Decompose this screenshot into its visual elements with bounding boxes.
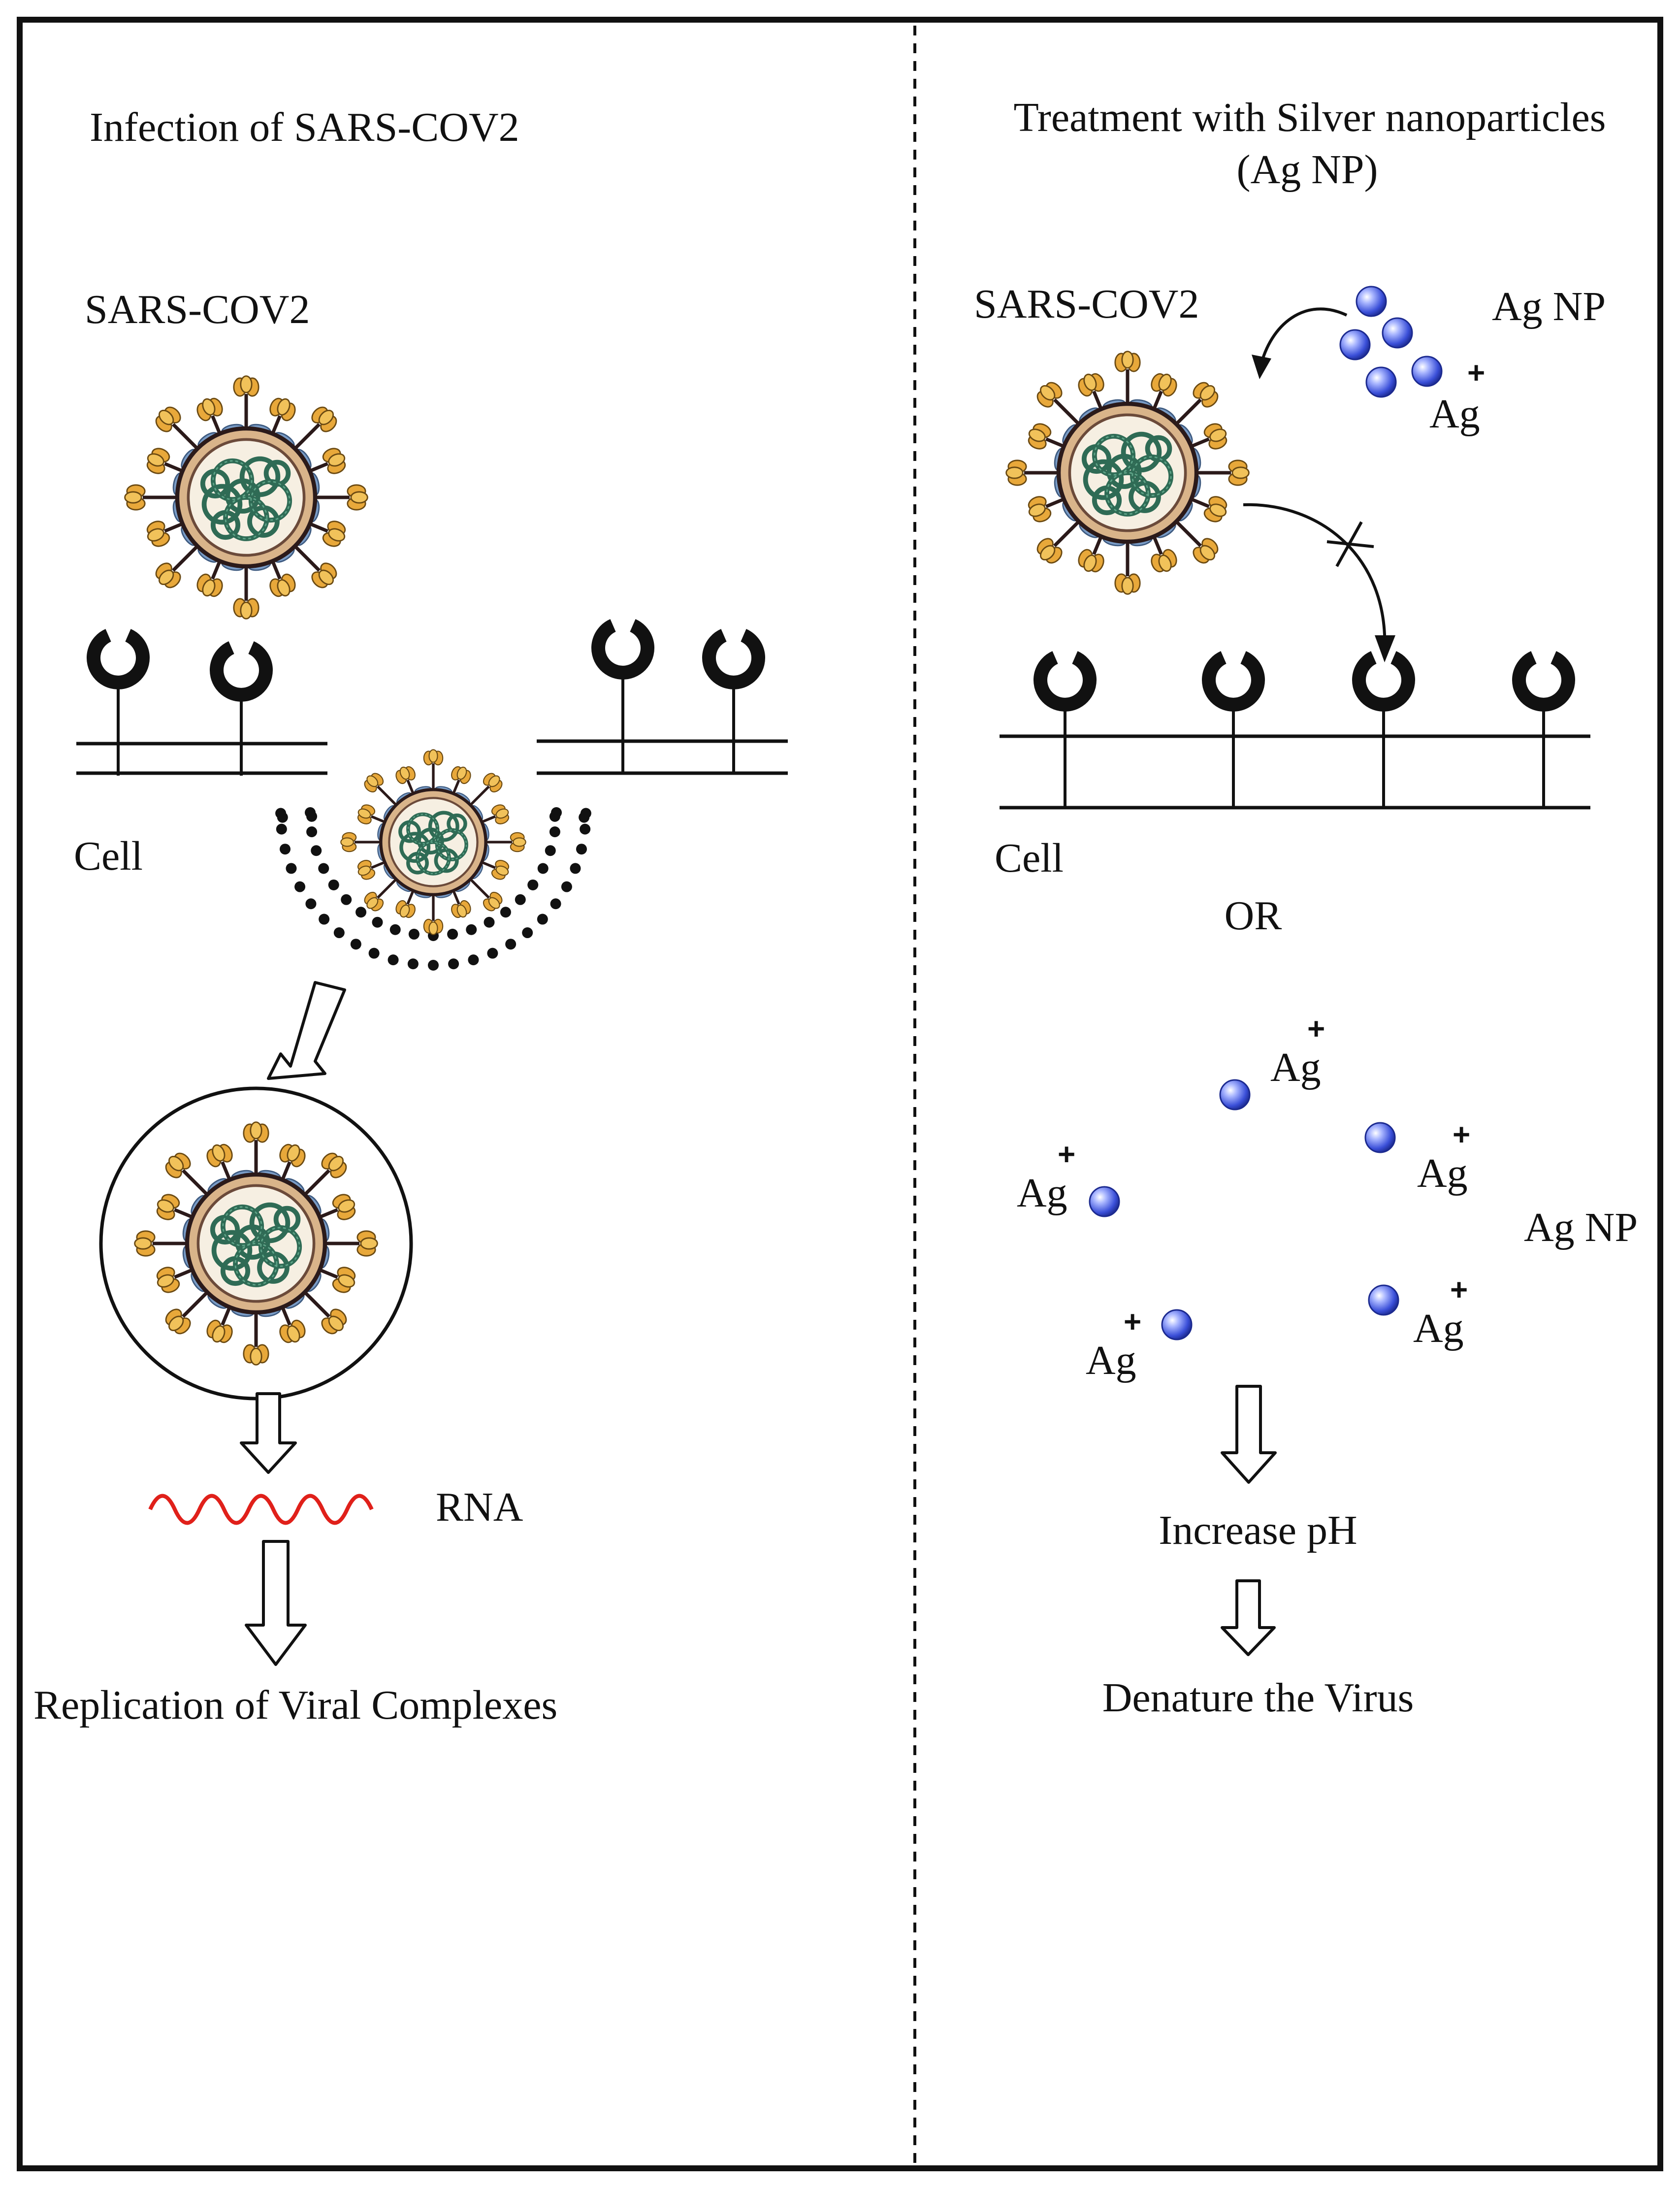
silver-nanoparticle (1365, 366, 1397, 398)
receptor (702, 629, 765, 773)
right-panel-title-line1: Treatment with Silver nanoparticles (1014, 95, 1606, 140)
virus-particle-internalized (135, 1122, 378, 1365)
left-panel-title: Infection of SARS-COV2 (90, 104, 519, 150)
receptor (1512, 651, 1575, 808)
right-virus-label: SARS-COV2 (974, 281, 1199, 327)
ag-ion-label: Ag (1413, 1306, 1464, 1351)
right-panel-title-line2: (Ag NP) (1237, 147, 1378, 193)
arrow-to-endosome (267, 981, 346, 1080)
virus-particle-entering (341, 750, 525, 934)
silver-nanoparticle (1339, 329, 1371, 360)
silver-nanoparticle (1356, 286, 1387, 317)
silver-nanoparticle (1382, 317, 1413, 349)
left-virus-label: SARS-COV2 (85, 287, 310, 332)
receptors-right (1034, 651, 1575, 808)
rna-label: RNA (436, 1484, 523, 1530)
virus-particle-blocked (1006, 352, 1249, 594)
silver-nanoparticle (1219, 1079, 1251, 1110)
receptor (591, 619, 654, 773)
agnp-label-top: Ag NP (1492, 284, 1606, 329)
silver-nanoparticle (1368, 1284, 1399, 1316)
denature-label: Denature the Virus (1102, 1675, 1414, 1721)
right-cell-label: Cell (995, 835, 1064, 881)
ag-ion-label: Ag (1270, 1045, 1321, 1090)
or-label: OR (1225, 893, 1282, 939)
arrow-to-replication (245, 1540, 307, 1666)
silver-nanoparticle (1161, 1309, 1193, 1340)
silver-nanoparticle (1411, 356, 1443, 387)
receptor (210, 641, 273, 776)
arrow-to-rna (240, 1392, 297, 1474)
receptor (1202, 651, 1265, 808)
ag-ion-charge: + (1453, 1118, 1470, 1152)
ag-ion-charge: + (1124, 1305, 1141, 1339)
ag-ion-charge: + (1307, 1012, 1325, 1046)
figure-frame (17, 17, 1663, 2171)
ag-ion-label: Ag (1086, 1338, 1136, 1383)
receptors-left (87, 619, 765, 776)
increase-ph-label: Increase pH (1159, 1507, 1357, 1553)
ag-ion-label: Ag (1429, 391, 1480, 437)
ag-ion-label: Ag (1017, 1170, 1067, 1216)
silver-nanoparticle (1364, 1122, 1396, 1153)
replication-label: Replication of Viral Complexes (33, 1682, 557, 1728)
blocked-binding-arrow (1243, 503, 1387, 651)
arrow-to-denature (1221, 1579, 1276, 1656)
rna-strand (148, 1494, 374, 1525)
nanoparticle-scatter (1089, 1079, 1399, 1340)
arrow-to-increase-ph (1221, 1385, 1277, 1484)
left-cell-label: Cell (74, 833, 143, 879)
endocytosis-pit (275, 807, 591, 971)
nanoparticle-cluster-top (1339, 286, 1443, 398)
agnp-label-mid: Ag NP (1524, 1205, 1638, 1250)
ag-ion-label: Ag (1417, 1150, 1468, 1196)
attach-arrow (1259, 307, 1348, 367)
silver-nanoparticle (1089, 1186, 1120, 1217)
cell-membrane-right (1000, 734, 1590, 810)
virus-particle-free (125, 376, 368, 619)
ag-ion-charge: + (1467, 356, 1485, 390)
receptor (87, 629, 150, 776)
ag-ion-charge: + (1450, 1273, 1468, 1307)
ag-ion-charge: + (1058, 1138, 1075, 1172)
receptor (1352, 651, 1415, 808)
receptor (1034, 651, 1097, 808)
